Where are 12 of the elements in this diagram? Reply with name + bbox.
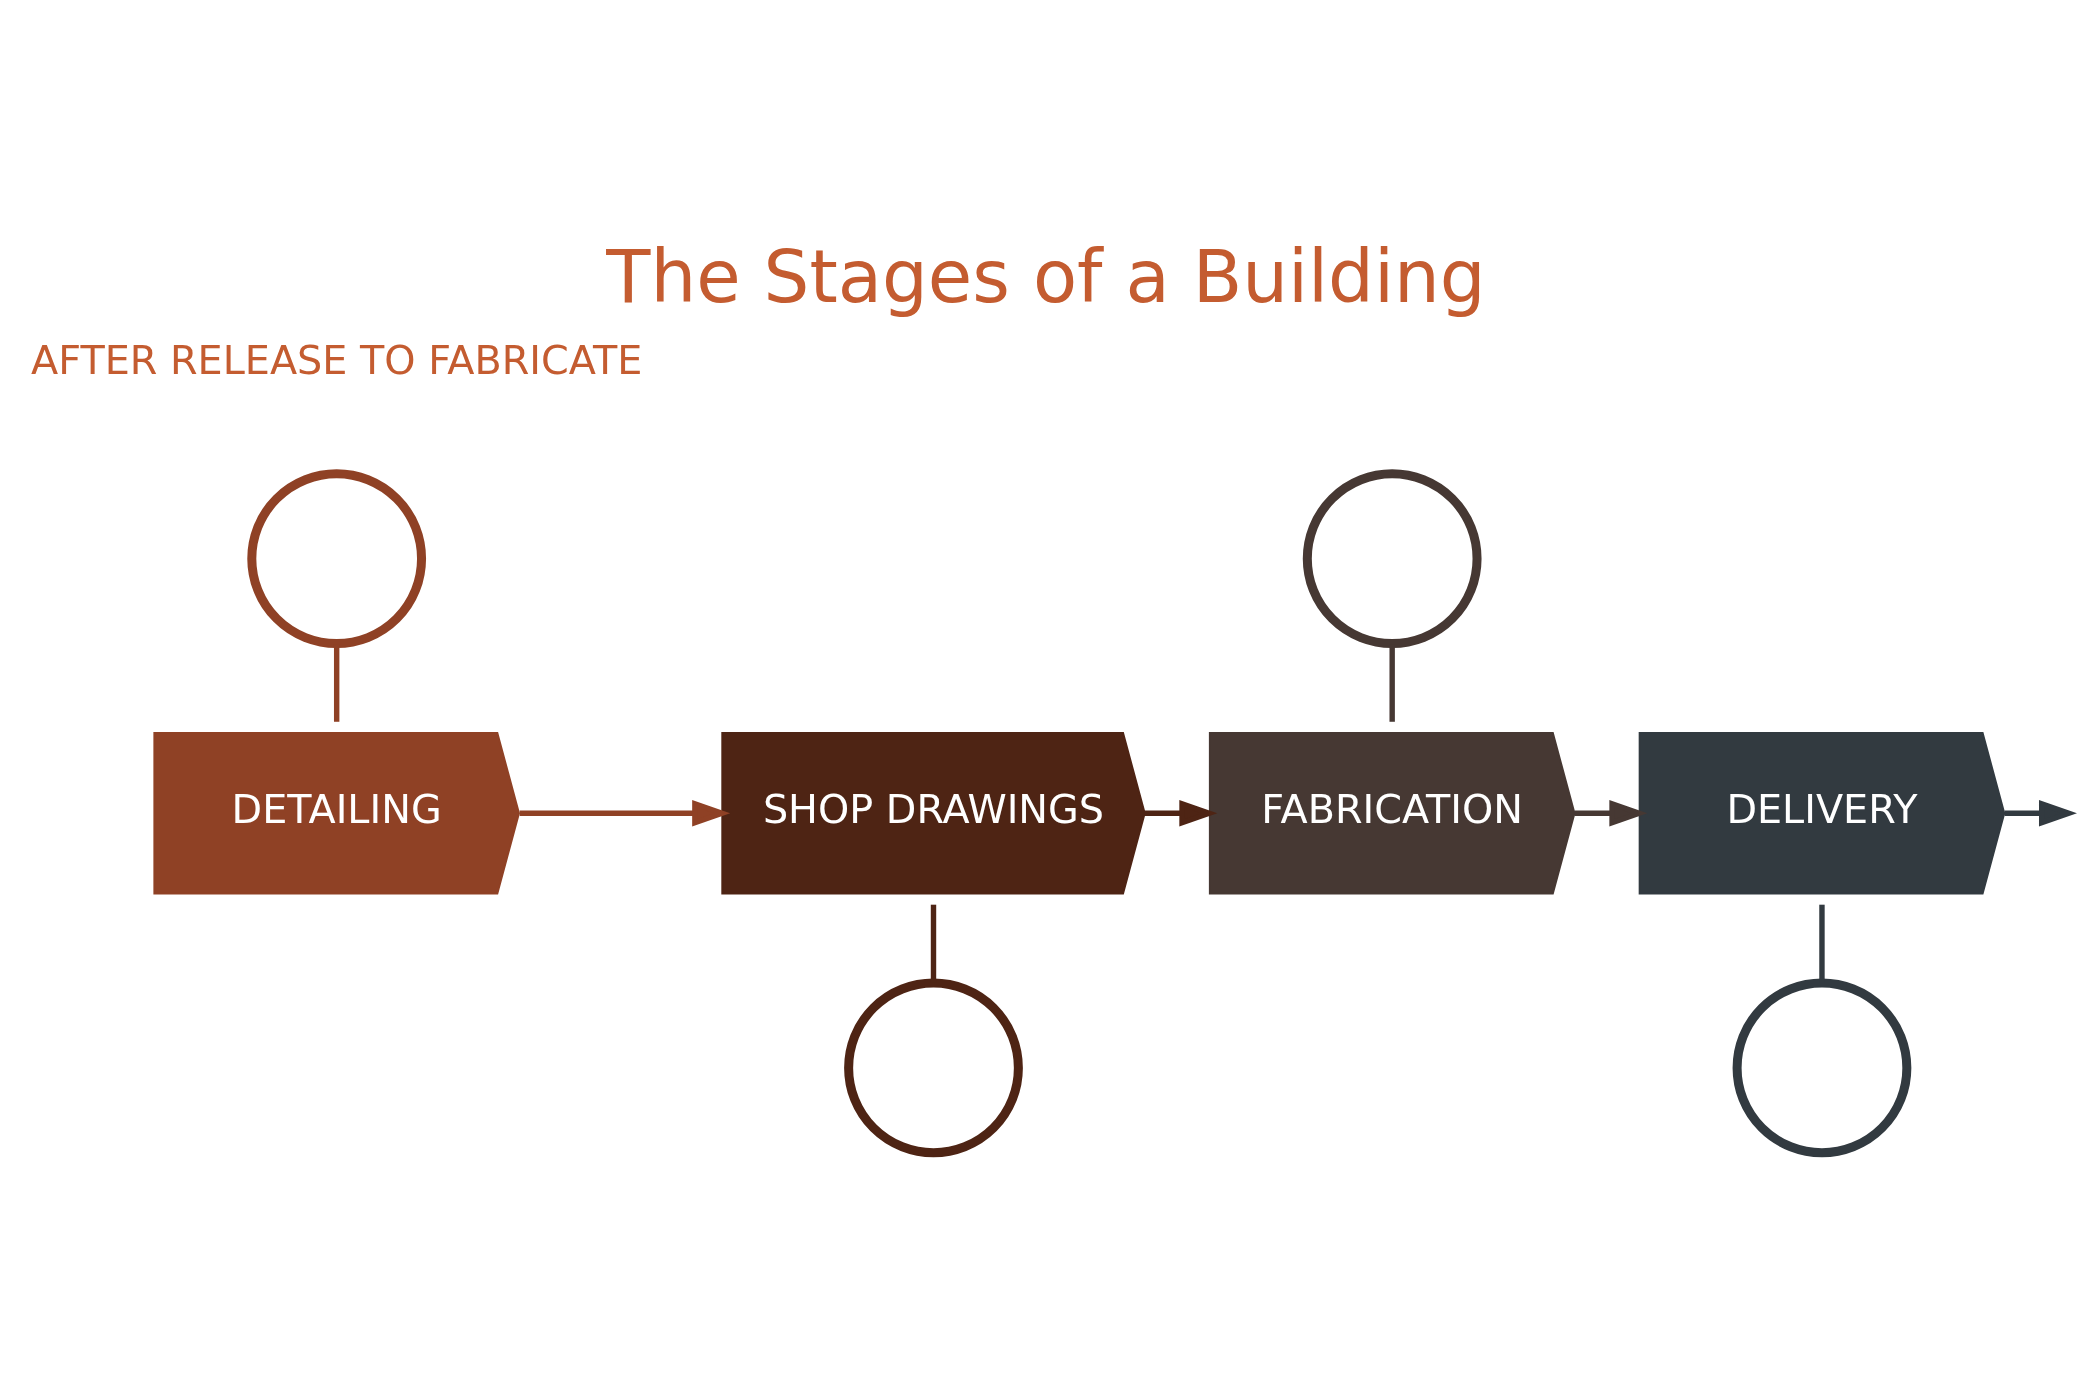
diagram-title: The Stages of a Building <box>606 235 1486 320</box>
arrow <box>1144 800 1218 827</box>
arrow <box>1574 800 1648 827</box>
node-circle <box>1302 469 1482 649</box>
connector <box>1389 644 1395 722</box>
connector <box>333 644 340 722</box>
arrow <box>519 800 731 827</box>
arrow <box>2004 800 2077 827</box>
node-circle <box>1732 978 1912 1158</box>
node-circle <box>844 978 1023 1158</box>
label: AFTER RELEASE TO FABRICATE <box>31 336 643 383</box>
node-circle <box>247 469 427 649</box>
